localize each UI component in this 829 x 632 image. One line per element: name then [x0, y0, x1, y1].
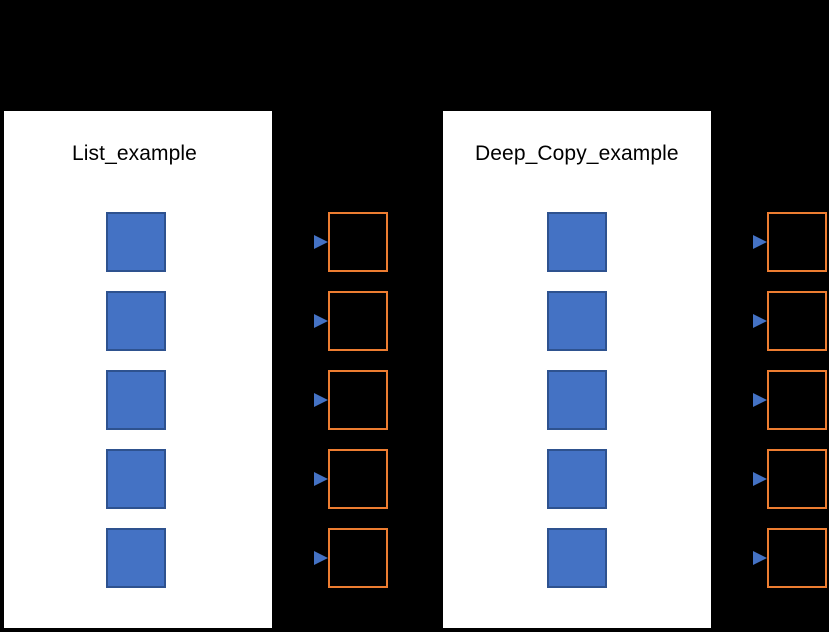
source-node-deep-copy-example-4[interactable] [547, 449, 607, 509]
target-node-list-example-1[interactable] [328, 212, 388, 272]
source-node-deep-copy-example-2[interactable] [547, 291, 607, 351]
arrow-head-icon [753, 314, 767, 328]
arrow-head-icon [753, 551, 767, 565]
arrow-head-icon [314, 393, 328, 407]
panel-title-list-example: List_example [72, 142, 197, 165]
source-node-deep-copy-example-1[interactable] [547, 212, 607, 272]
arrow-head-icon [753, 472, 767, 486]
target-node-list-example-4[interactable] [328, 449, 388, 509]
source-node-list-example-4[interactable] [106, 449, 166, 509]
arrow-head-icon [314, 235, 328, 249]
source-node-list-example-2[interactable] [106, 291, 166, 351]
arrow-head-icon [314, 472, 328, 486]
source-node-deep-copy-example-5[interactable] [547, 528, 607, 588]
source-node-list-example-5[interactable] [106, 528, 166, 588]
arrow-head-icon [314, 314, 328, 328]
source-node-list-example-1[interactable] [106, 212, 166, 272]
target-node-deep-copy-example-4[interactable] [767, 449, 827, 509]
target-node-list-example-2[interactable] [328, 291, 388, 351]
target-node-deep-copy-example-1[interactable] [767, 212, 827, 272]
target-node-deep-copy-example-5[interactable] [767, 528, 827, 588]
target-node-deep-copy-example-3[interactable] [767, 370, 827, 430]
source-node-list-example-3[interactable] [106, 370, 166, 430]
target-node-list-example-5[interactable] [328, 528, 388, 588]
arrow-head-icon [314, 551, 328, 565]
arrow-head-icon [753, 235, 767, 249]
arrow-head-icon [753, 393, 767, 407]
panel-title-deep-copy-example: Deep_Copy_example [475, 142, 679, 165]
target-node-list-example-3[interactable] [328, 370, 388, 430]
target-node-deep-copy-example-2[interactable] [767, 291, 827, 351]
source-node-deep-copy-example-3[interactable] [547, 370, 607, 430]
